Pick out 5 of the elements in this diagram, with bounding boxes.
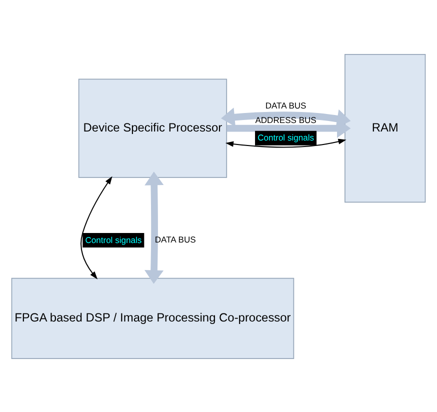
edge-label: ADDRESS BUS	[255, 114, 316, 125]
edge-label: DATA BUS	[265, 100, 306, 110]
edge-label: Control signals	[258, 132, 314, 142]
edge-label: Control signals	[85, 234, 142, 244]
edge-label: DATA BUS	[154, 234, 196, 244]
